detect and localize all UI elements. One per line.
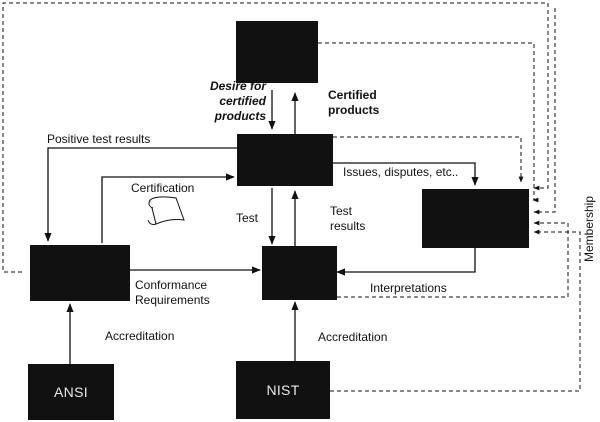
- top-entity-box: [236, 21, 318, 83]
- label-certification: Certification: [131, 181, 195, 195]
- label-certified-products: Certified products: [328, 88, 380, 117]
- label-accreditation-nist: Accreditation: [318, 330, 388, 344]
- label-positive-test-results: Positive test results: [47, 132, 151, 146]
- certification-board-box: [422, 189, 529, 248]
- label-conformance-requirements: Conformance Requirements: [135, 278, 210, 307]
- label-membership: Membership: [582, 195, 596, 262]
- membership-line-outer: [2, 2, 549, 273]
- membership-line-top: [318, 42, 539, 203]
- nist-box: NIST: [236, 361, 330, 419]
- arrow-issues: [333, 162, 479, 186]
- arrow-interpretations: [336, 248, 476, 276]
- label-desire-for-certified-products: Desire for certified products: [209, 79, 266, 123]
- label-test: Test: [236, 211, 259, 225]
- label-interpretations: Interpretations: [370, 281, 447, 295]
- arrow-positive-results: [44, 147, 237, 242]
- arrow-certification: [101, 173, 235, 243]
- ansi-box: ANSI: [28, 364, 114, 420]
- vendors-box: [237, 134, 333, 186]
- membership-line-testlab: [337, 220, 569, 298]
- label-accreditation-ansi: Accreditation: [105, 329, 175, 343]
- membership-line-extra: [533, 8, 556, 215]
- membership-line-nist: [330, 229, 581, 392]
- certificate-scroll-icon: [147, 196, 185, 225]
- label-test-results: Test results: [330, 204, 366, 233]
- label-issues-disputes: Issues, disputes, etc..: [343, 165, 459, 179]
- membership-line-vendors: [333, 136, 524, 183]
- certification-body-box: [30, 245, 130, 301]
- test-lab-box: [262, 246, 337, 300]
